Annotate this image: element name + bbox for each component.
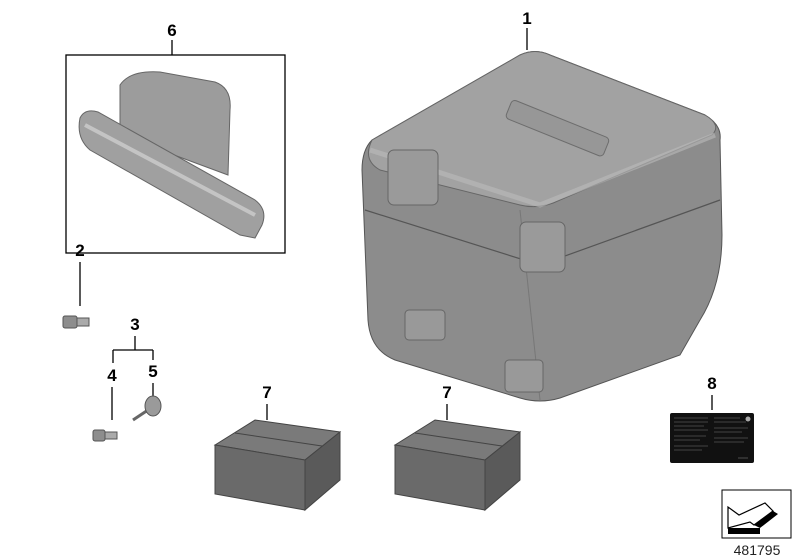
information-label-drawing[interactable] bbox=[670, 413, 754, 463]
callout-4[interactable]: 4 bbox=[107, 366, 117, 385]
box-b-drawing[interactable] bbox=[393, 419, 522, 512]
lock-cylinder-drawing[interactable] bbox=[92, 429, 118, 442]
callout-5[interactable]: 5 bbox=[148, 362, 157, 381]
key-drawing[interactable] bbox=[132, 395, 162, 422]
screw-drawing[interactable] bbox=[62, 315, 90, 329]
callout-7a[interactable]: 7 bbox=[262, 383, 271, 402]
callout-7b[interactable]: 7 bbox=[442, 383, 451, 402]
top-case-drawing[interactable] bbox=[361, 51, 723, 402]
callout-3[interactable]: 3 bbox=[130, 315, 139, 334]
reference-arrow-icon bbox=[721, 489, 792, 539]
callout-8[interactable]: 8 bbox=[707, 374, 716, 393]
callout-1[interactable]: 1 bbox=[522, 9, 531, 28]
callout-2[interactable]: 2 bbox=[75, 241, 84, 260]
diagram-reference-number: 481795 bbox=[734, 542, 781, 558]
callout-6[interactable]: 6 bbox=[167, 21, 176, 40]
box-a-drawing[interactable] bbox=[213, 419, 342, 512]
handle-pads-drawing[interactable] bbox=[78, 71, 265, 239]
